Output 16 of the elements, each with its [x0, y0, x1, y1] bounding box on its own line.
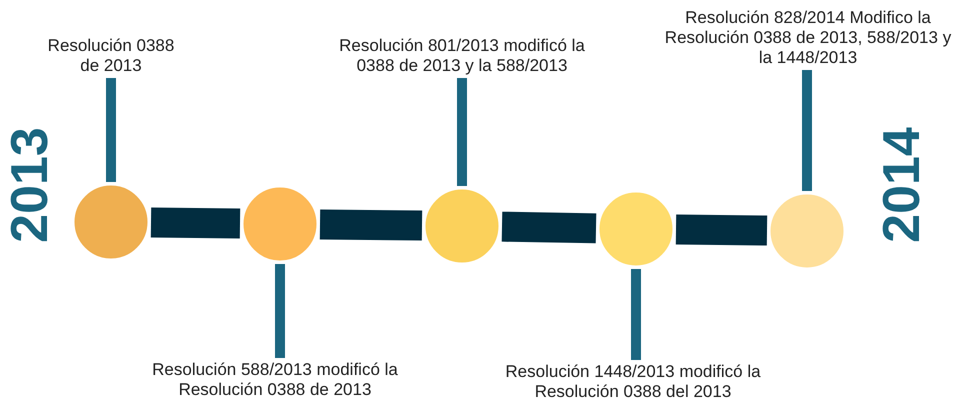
timeline-bar — [150, 207, 240, 239]
timeline-bar — [320, 209, 422, 241]
timeline-note: Resolución 588/2013 modificó la Resolución 0388 de 2013 — [135, 360, 415, 400]
leader-line — [631, 269, 641, 360]
leader-line — [106, 78, 116, 182]
timeline-note: Resolución 801/2013 modificó la 0388 de 2013 y la 588/2013 — [322, 36, 602, 76]
leader-line — [457, 78, 467, 186]
timeline-note: Resolución 0388 de 2013 — [46, 36, 176, 76]
timeline-bar — [502, 212, 596, 244]
timeline-note: Resolución 828/2014 Modifico la Resolución 0388 de 2013, 588/2013 y la 1448/2013 — [658, 8, 958, 68]
timeline-bar — [676, 214, 768, 246]
year-label: 2013 — [0, 127, 60, 243]
year-label: 2014 — [872, 127, 932, 243]
leader-line — [275, 264, 285, 358]
timeline-note: Resolución 1448/2013 modificó la Resolución 0388 del 2013 — [488, 362, 778, 402]
leader-line — [802, 70, 812, 191]
